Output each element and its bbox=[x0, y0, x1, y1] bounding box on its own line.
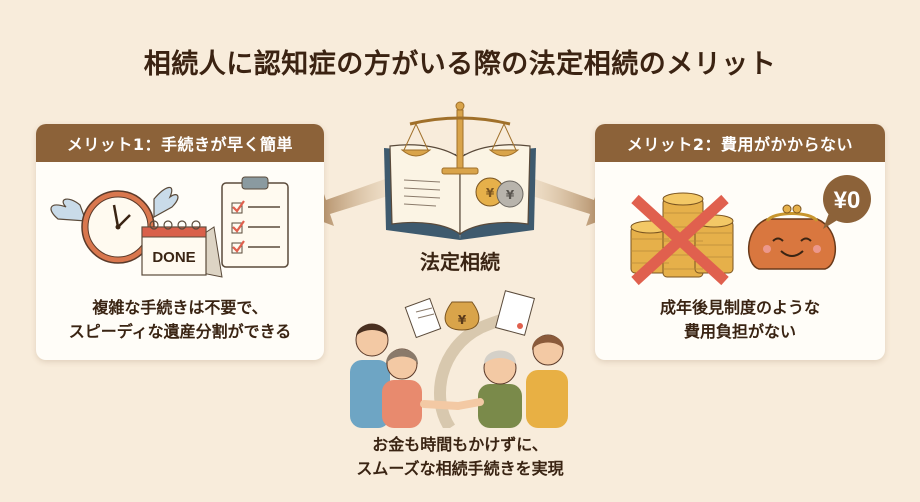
family-handshake-icon: ¥ bbox=[350, 290, 568, 428]
scales-icon bbox=[400, 101, 520, 175]
bottom-summary-line1: お金も時間もかけずに、 bbox=[372, 435, 548, 454]
svg-text:¥: ¥ bbox=[486, 186, 495, 200]
merit-2-text-line1: 成年後見制度のような bbox=[659, 298, 820, 317]
calendar-done-label: DONE bbox=[152, 249, 195, 266]
winged-clock-icon bbox=[50, 186, 179, 264]
merit-2-illustration: ¥0 bbox=[630, 175, 871, 286]
checklist-clipboard-icon bbox=[221, 176, 289, 268]
certificate-icon bbox=[494, 290, 536, 336]
merit-2-text-line2: 費用負担がない bbox=[683, 322, 796, 341]
merit-2-description: 成年後見制度のような 費用負担がない bbox=[595, 296, 885, 344]
calendar-done-icon: DONE bbox=[141, 220, 223, 278]
money-bag-label: ¥ bbox=[458, 313, 467, 327]
smiling-purse-icon bbox=[747, 204, 837, 270]
merit-1-header: メリット1：手続きが早く簡単 bbox=[36, 124, 324, 162]
bottom-summary: お金も時間もかけずに、 スムーズな相続手続きを実現 bbox=[0, 433, 920, 481]
merit-1-text-line1: 複雑な手続きは不要で、 bbox=[92, 298, 268, 317]
zero-yen-label: ¥0 bbox=[834, 187, 861, 214]
money-bag-icon: ¥ bbox=[444, 301, 480, 331]
merit-1-text-line2: スピーディな遺産分割ができる bbox=[68, 322, 292, 341]
merit-1-description: 複雑な手続きは不要で、 スピーディな遺産分割ができる bbox=[36, 296, 324, 344]
merit-card-2: メリット2：費用がかからない bbox=[595, 124, 885, 360]
documents-icon bbox=[404, 297, 442, 339]
crossed-coins-icon bbox=[630, 192, 734, 286]
merit-card-1: メリット1：手続きが早く簡単 DONE bbox=[36, 124, 324, 360]
merit-2-header: メリット2：費用がかからない bbox=[595, 124, 885, 162]
zero-yen-bubble-icon: ¥0 bbox=[823, 175, 871, 229]
merit-1-illustration: DONE bbox=[50, 176, 289, 278]
bottom-summary-line2: スムーズな相続手続きを実現 bbox=[356, 459, 564, 478]
law-book-scales-icon: ¥ ¥ bbox=[384, 101, 536, 240]
svg-text:¥: ¥ bbox=[506, 188, 515, 202]
center-label: 法定相続 bbox=[420, 250, 500, 274]
page-title: 相続人に認知症の方がいる際の法定相続のメリット bbox=[143, 49, 777, 80]
